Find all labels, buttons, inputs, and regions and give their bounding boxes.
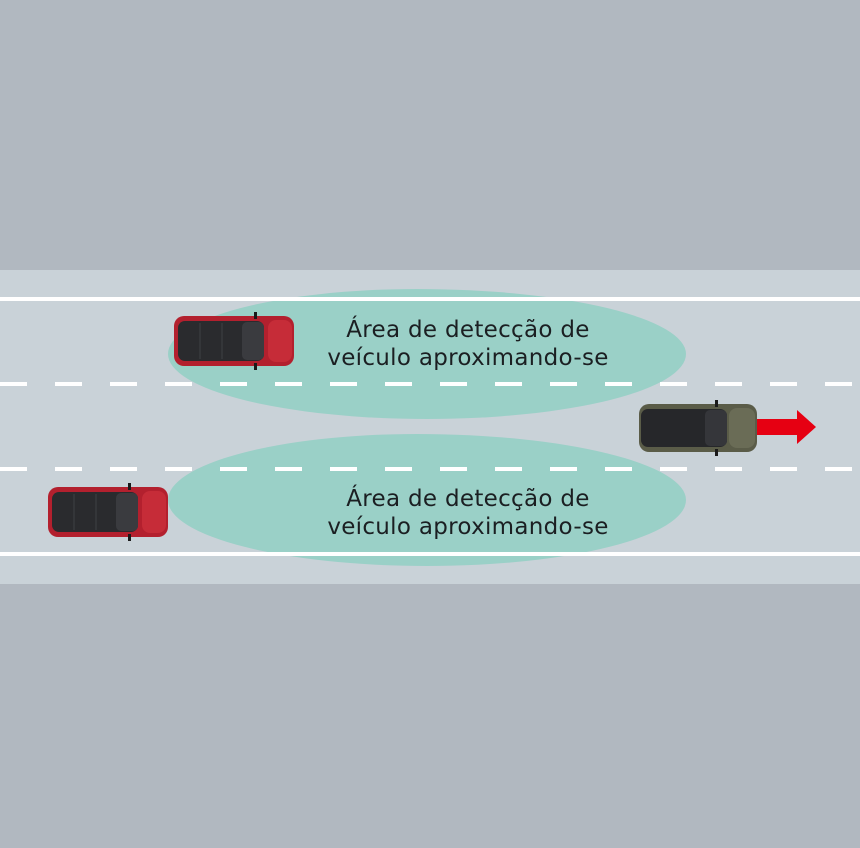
lane-divider-lower-overlay — [0, 467, 860, 471]
road-edge-line-bottom-overlay — [0, 552, 860, 556]
lane-divider-upper-overlay — [0, 382, 860, 386]
detection-zone-lower — [168, 434, 686, 566]
own-car-icon — [639, 400, 757, 456]
zone-label-lower: Área de detecção de veículo aproximando-… — [288, 485, 648, 541]
zone-label-lower-line2: veículo aproximando-se — [327, 514, 609, 540]
zone-label-upper-line1: Área de detecção de — [346, 317, 590, 343]
direction-arrow-icon — [757, 410, 816, 444]
zone-label-lower-line1: Área de detecção de — [346, 486, 590, 512]
zone-label-upper: Área de detecção de veículo aproximando-… — [288, 316, 648, 372]
road-edge-line-top-overlay — [0, 297, 860, 301]
red-car-upper-icon — [174, 312, 294, 370]
zone-label-upper-line2: veículo aproximando-se — [327, 345, 609, 371]
red-car-lower-icon — [48, 483, 168, 541]
